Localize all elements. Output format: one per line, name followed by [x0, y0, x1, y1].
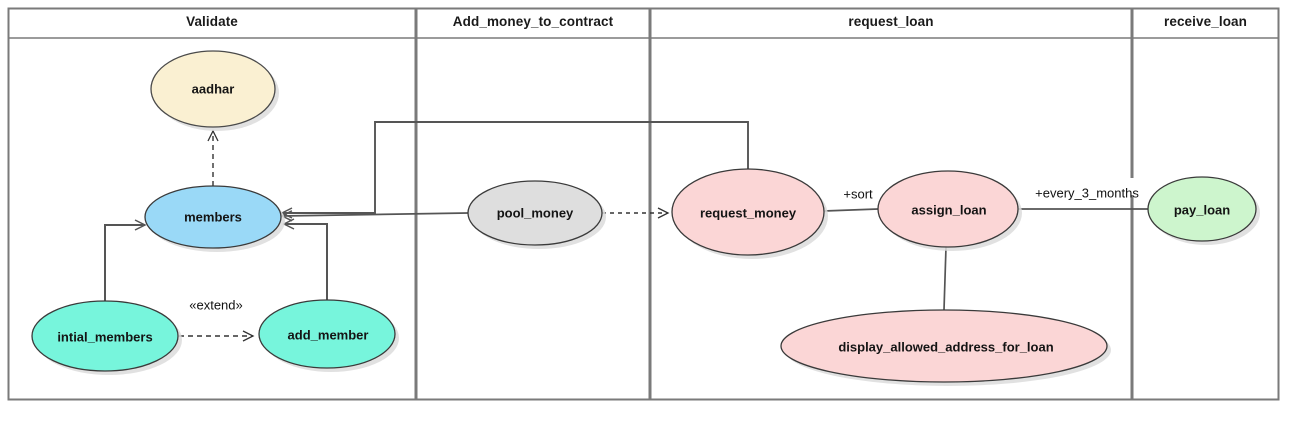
package-title-receive-loan: receive_loan [1163, 14, 1247, 29]
edge-request-money-to-assign-loan [823, 208, 879, 212]
edge-add-member-to-members [282, 218, 328, 300]
package-title-request-loan: request_loan [848, 14, 934, 29]
edge-label-extend: «extend» [189, 297, 243, 313]
use-case-display-allowed-address-for-loan[interactable] [780, 309, 1108, 383]
edge-assign-loan-to-display-allowed-address [943, 246, 947, 311]
edge-intial-members-to-members [104, 219, 147, 301]
edge-label-sort: +sort [843, 186, 873, 202]
edge-label-backings [1035, 178, 1145, 195]
edge-label-every-3-months: +every_3_months [1035, 185, 1139, 201]
use-case-members[interactable] [144, 185, 282, 249]
use-case-request-money[interactable] [671, 168, 825, 256]
use-case-pool-money[interactable] [467, 180, 603, 246]
edge-pool-money-to-members [280, 210, 469, 222]
package-title-add-money-to-contract: Add_money_to_contract [452, 14, 614, 29]
package-title-validate: Validate [186, 14, 238, 29]
use-case-aadhar[interactable] [150, 50, 276, 128]
edge-request-money-to-members [280, 121, 749, 219]
connectors: aadhar (dashed generalization/dependency… [104, 121, 1148, 342]
use-case-intial-members[interactable] [31, 300, 179, 372]
use-case-pay-loan[interactable] [1147, 176, 1257, 242]
use-case-nodes [31, 50, 1257, 383]
use-case-add-member[interactable] [258, 299, 396, 369]
use-case-assign-loan[interactable] [877, 170, 1019, 248]
